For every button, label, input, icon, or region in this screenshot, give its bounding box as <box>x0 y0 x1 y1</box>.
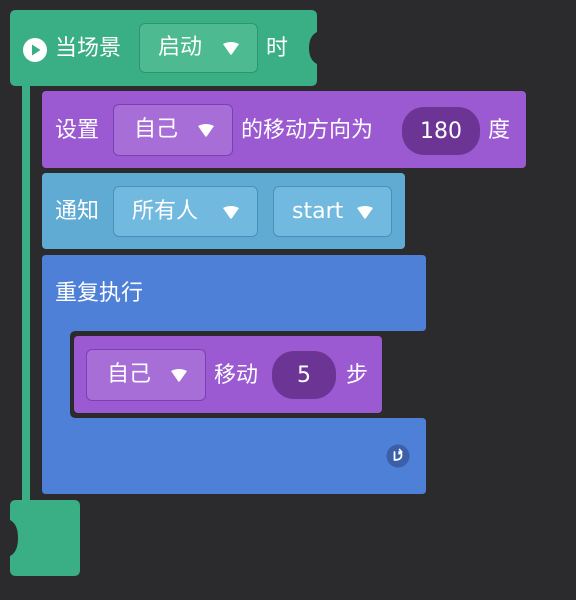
broadcast-message-label: start <box>292 198 344 224</box>
move-target-dropdown[interactable]: 自己 <box>86 349 206 401</box>
move-middle-label: 移动 <box>214 363 259 388</box>
chevron-down-icon <box>171 369 187 382</box>
set-direction-prefix-label: 设置 <box>55 118 100 143</box>
set-direction-suffix-label: 度 <box>488 118 511 143</box>
loop-arrow-icon <box>386 444 410 468</box>
move-steps-input[interactable]: 5 <box>272 351 336 399</box>
chevron-down-icon <box>357 205 373 219</box>
play-circle-icon <box>23 38 47 62</box>
set-direction-target-label: 自己 <box>134 117 179 142</box>
broadcast-target-label: 所有人 <box>132 198 199 224</box>
scene-dropdown[interactable]: 启动 <box>139 23 258 73</box>
event-prefix-label: 当场景 <box>55 36 122 61</box>
chevron-down-icon <box>198 124 214 137</box>
move-target-label: 自己 <box>107 362 152 387</box>
broadcast-prefix-label: 通知 <box>55 199 100 224</box>
set-direction-target-dropdown[interactable]: 自己 <box>113 104 233 156</box>
event-suffix-label: 时 <box>266 36 289 61</box>
move-suffix-label: 步 <box>346 363 369 388</box>
broadcast-message-dropdown[interactable]: start <box>273 186 392 237</box>
broadcast-target-dropdown[interactable]: 所有人 <box>113 186 258 237</box>
direction-value-input[interactable]: 180 <box>402 107 480 155</box>
set-direction-middle-label: 的移动方向为 <box>241 118 374 143</box>
chevron-down-icon <box>223 42 239 55</box>
chevron-down-icon <box>223 205 239 219</box>
scene-dropdown-label: 启动 <box>158 35 203 60</box>
repeat-label: 重复执行 <box>55 281 144 306</box>
